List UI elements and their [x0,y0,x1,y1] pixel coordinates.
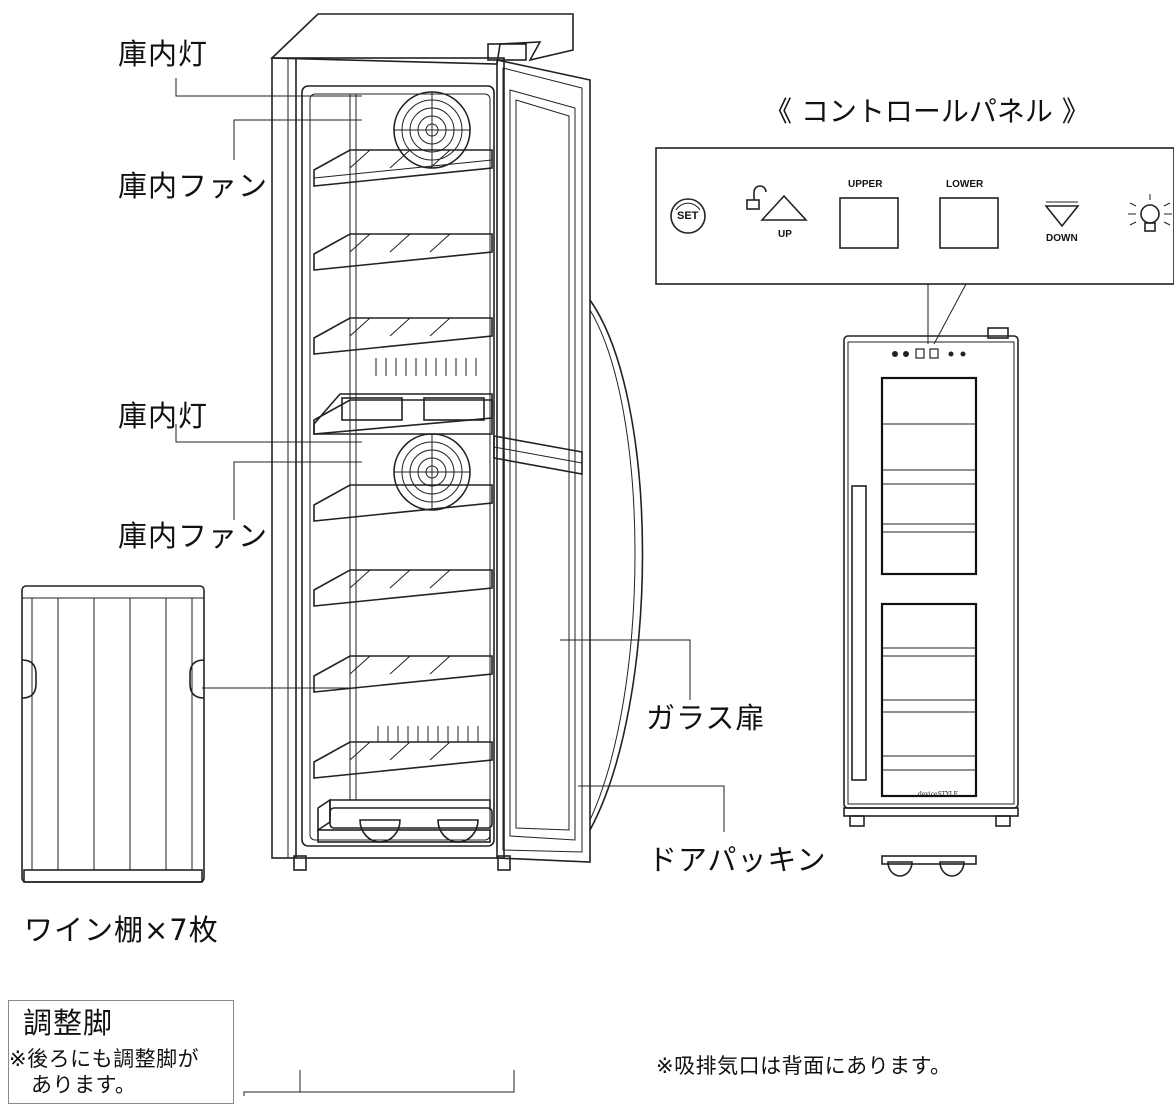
fridge-cabinet [270,13,574,871]
interior-light-label-top: 庫内灯 [118,37,209,71]
adjuster-foot-title: 調整脚 [23,1006,114,1040]
interior-fan-label-middle: 庫内ファン [118,519,269,553]
down-button-label: DOWN [1046,233,1078,244]
glass-door-label: ガラス扉 [646,701,766,735]
control-panel-title: 《 コントロールパネル 》 [764,95,1090,128]
up-button-label: UP [778,229,792,240]
wine-shelf-label: ワイン棚×7枚 [24,913,219,947]
leader-lines [175,78,725,1096]
interior-light-label-middle: 庫内灯 [118,399,209,433]
brand-logo: deviceSTYLE [918,791,959,798]
fan-top [393,91,471,169]
wine-shelf-drawing [21,585,205,883]
upper-zone-label: UPPER [848,179,883,190]
interior-fan-label-top: 庫内ファン [118,169,269,203]
set-button-label: SET [677,210,699,222]
adjuster-foot-note-line2: あります。 [31,1073,137,1097]
fan-middle [393,433,471,511]
vent-note: ※吸排気口は背面にあります。 [656,1054,952,1078]
front-view-fridge [843,327,1019,877]
door-gasket-label: ドアパッキン [648,843,827,877]
control-panel-box [655,147,1174,345]
glass-door [487,43,644,863]
lower-zone-label: LOWER [946,179,984,190]
adjuster-foot-note-line1: ※後ろにも調整脚が [9,1047,200,1071]
adjuster-foot-callout: 調整脚 ※後ろにも調整脚が あります。 [8,1000,234,1104]
